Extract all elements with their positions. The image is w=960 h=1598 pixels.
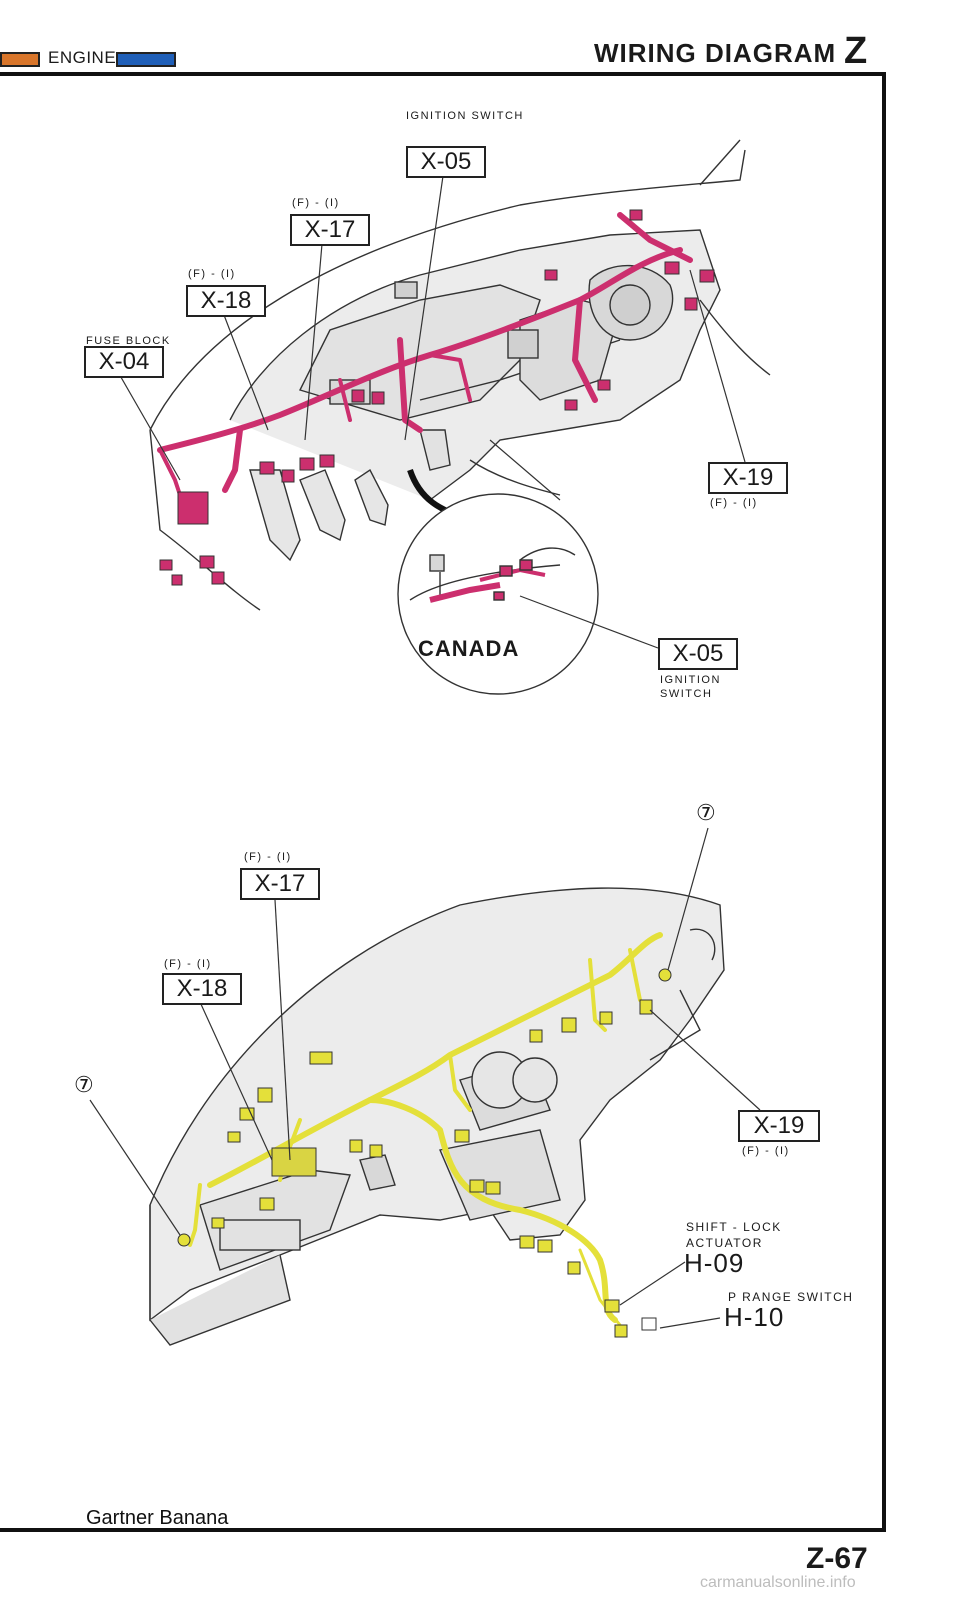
p-range-switch-label: P RANGE SWITCH — [728, 1290, 854, 1304]
canada-label: CANADA — [418, 636, 520, 661]
x19-note-top: (F) - (I) — [710, 497, 758, 509]
top-leader-lines — [117, 175, 746, 649]
connector-box-x17-top: X-17 — [290, 214, 370, 246]
bottom-leader-lines — [89, 827, 761, 1329]
x18-note-top: (F) - (I) — [188, 268, 236, 280]
frame-right-rule — [882, 72, 886, 1532]
connector-box-x18-top: X-18 — [186, 285, 266, 317]
ignition-switch-label-canada: IGNITION SWITCH — [660, 674, 721, 700]
header-rule — [0, 72, 886, 76]
x17-note-top: (F) - (I) — [292, 197, 340, 209]
shift-lock-code: H-09 — [684, 1248, 745, 1278]
orange-section-tab — [0, 52, 40, 67]
x17-note-bottom: (F) - (I) — [244, 851, 292, 863]
top-dashboard — [149, 139, 771, 611]
x18-note-bottom: (F) - (I) — [164, 958, 212, 970]
top-harness — [157, 212, 693, 512]
x19-note-bottom: (F) - (I) — [742, 1145, 790, 1157]
bottom-connectors — [177, 968, 672, 1338]
connector-box-x18-bottom: X-18 — [162, 973, 242, 1005]
ground-marker-right: ⑦ — [696, 800, 716, 825]
site-watermark: carmanualsonline.info — [700, 1574, 856, 1591]
blue-section-tab — [116, 52, 176, 67]
watermark-text: Gartner Banana — [86, 1507, 229, 1529]
bottom-dashboard — [149, 887, 725, 1346]
ground-marker-left: ⑦ — [74, 1072, 94, 1097]
canada-inset — [397, 493, 599, 695]
frame-bottom-rule — [0, 1528, 886, 1532]
shift-lock-label-2: ACTUATOR — [686, 1236, 763, 1250]
connector-box-x19-bottom: X-19 — [738, 1110, 820, 1142]
connector-box-x19-top: X-19 — [708, 462, 788, 494]
section-label: ENGINE — [48, 48, 117, 67]
ignition-switch-label-top: IGNITION SWITCH — [406, 110, 524, 122]
shift-lock-label-1: SHIFT - LOCK — [686, 1220, 782, 1234]
connector-box-x04: X-04 — [84, 346, 164, 378]
p-range-switch-code: H-10 — [724, 1302, 785, 1332]
top-connectors — [159, 209, 715, 586]
section-letter: Z — [844, 30, 868, 72]
connector-box-x17-bottom: X-17 — [240, 868, 320, 900]
connector-box-x05-canada: X-05 — [658, 638, 738, 670]
fuse-block-label: FUSE BLOCK — [86, 335, 171, 347]
page-number: Z-67 — [806, 1542, 868, 1575]
connector-box-x05-top: X-05 — [406, 146, 486, 178]
bottom-harness — [188, 932, 663, 1327]
page-title: WIRING DIAGRAM — [594, 38, 837, 68]
